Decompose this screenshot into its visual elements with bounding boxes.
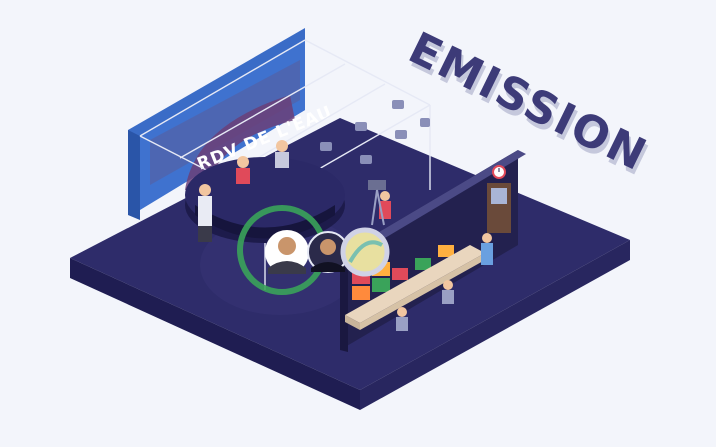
- avatar-icon: [276, 140, 288, 152]
- spotlight-icon: [360, 155, 372, 164]
- team-avatars: [237, 205, 390, 295]
- camera-operator: [368, 180, 391, 226]
- avatar-icon: [443, 280, 453, 290]
- spotlight-icon: [392, 100, 404, 109]
- monitor-icon: [372, 278, 390, 292]
- monitor-icon: [438, 245, 454, 257]
- monitor-icon: [352, 286, 370, 300]
- spotlight-icon: [420, 118, 430, 127]
- avatar-icon: [199, 184, 211, 196]
- anchor-desk: [185, 140, 345, 243]
- monitor-icon: [415, 258, 431, 270]
- camera-icon: [368, 180, 386, 190]
- spotlight-icon: [355, 122, 367, 131]
- avatar-icon: [482, 233, 492, 243]
- svg-text:EMISSION: EMISSION: [401, 23, 655, 182]
- monitor-icon: [392, 268, 408, 280]
- spotlights: [290, 100, 430, 174]
- spotlight-icon: [320, 142, 332, 151]
- avatar-icon: [397, 307, 407, 317]
- control-console: [345, 233, 493, 331]
- avatar-icon: [340, 227, 390, 277]
- door-icon: [487, 183, 511, 233]
- spotlight-icon: [395, 130, 407, 139]
- avatar-icon: [237, 156, 249, 168]
